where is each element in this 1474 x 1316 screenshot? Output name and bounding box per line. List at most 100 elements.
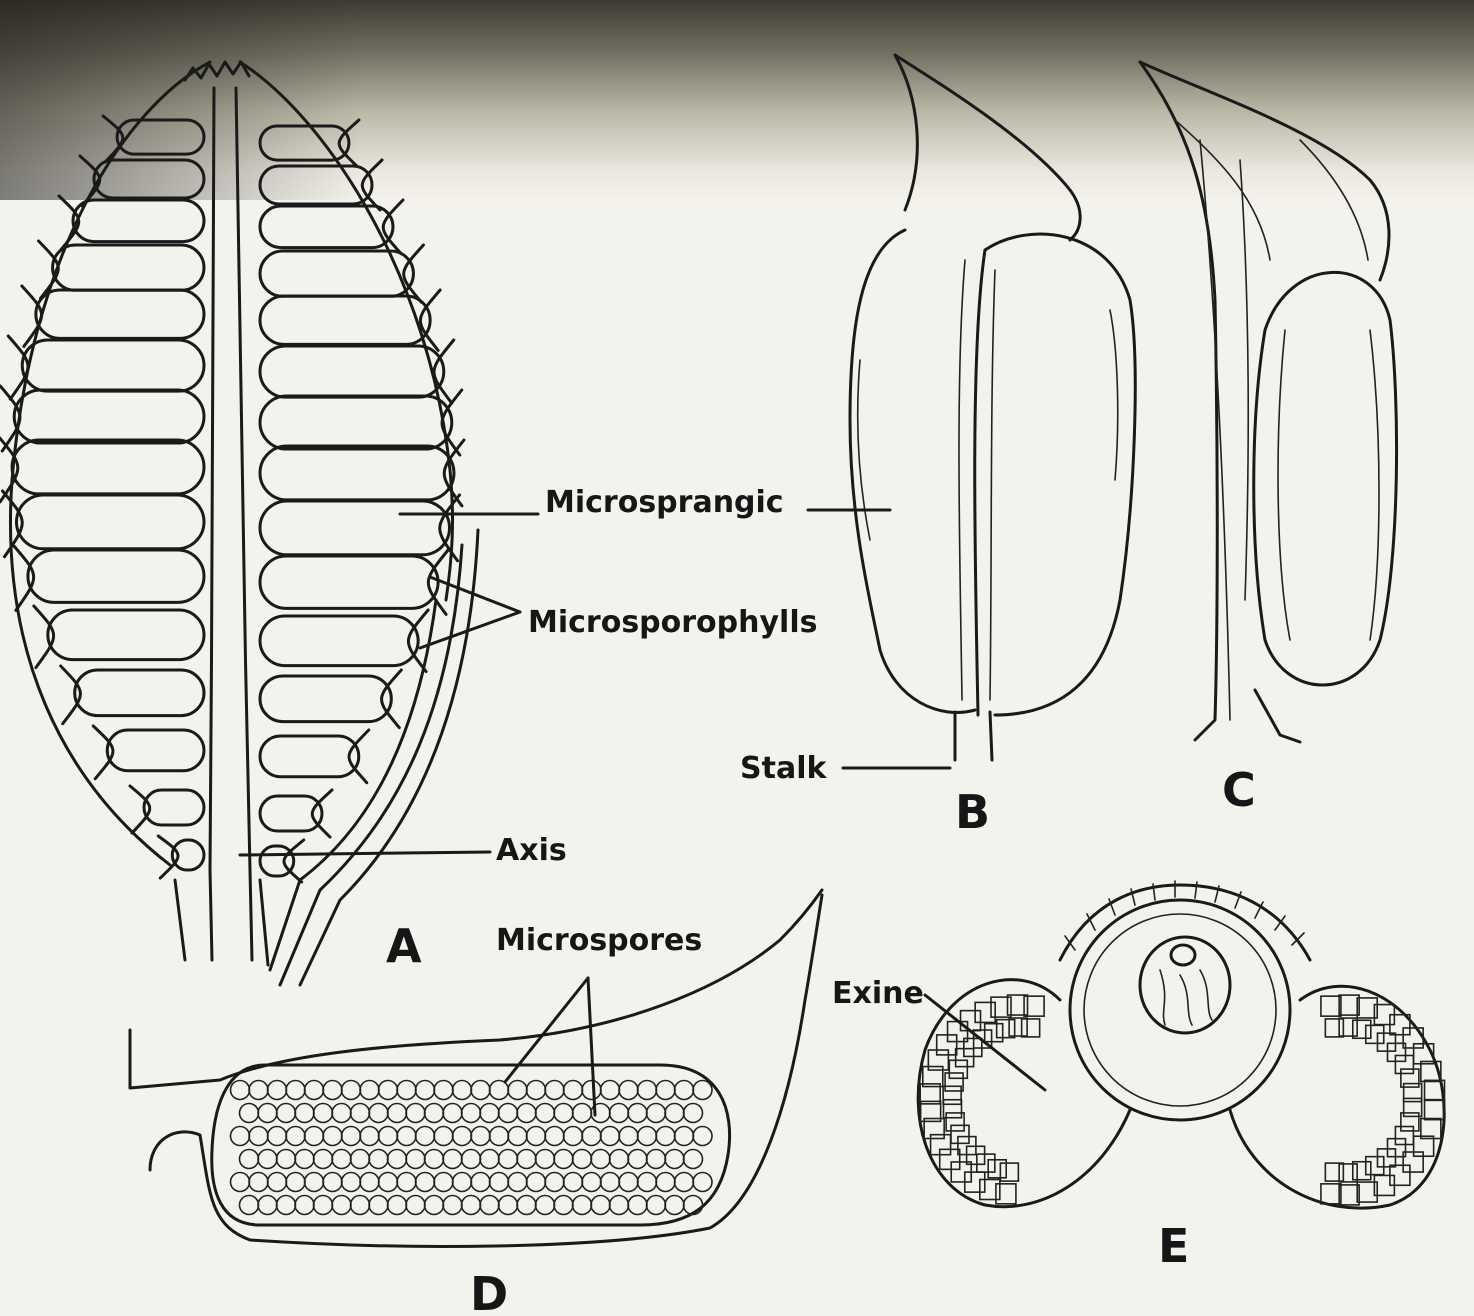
label-axis: Axis bbox=[496, 833, 567, 868]
wing-cell-left bbox=[997, 1020, 1015, 1038]
wing-cell-right bbox=[1377, 1033, 1395, 1051]
microspore bbox=[601, 1081, 620, 1100]
sporophyll-left bbox=[14, 390, 204, 443]
wing-cell-right bbox=[1366, 1157, 1384, 1175]
wing-cell-right bbox=[1325, 1019, 1343, 1037]
microspore bbox=[628, 1196, 647, 1215]
b-right-shade bbox=[1110, 310, 1118, 480]
label-microspores: Microspores bbox=[496, 923, 702, 958]
microspore bbox=[434, 1173, 453, 1192]
microspore bbox=[332, 1196, 351, 1215]
microspore bbox=[517, 1104, 536, 1123]
microspore bbox=[231, 1127, 250, 1146]
microspore bbox=[545, 1081, 564, 1100]
microspore bbox=[527, 1173, 546, 1192]
wing-cell-right bbox=[1321, 1184, 1341, 1204]
microspore bbox=[332, 1150, 351, 1169]
cone-tip bbox=[185, 62, 249, 80]
b-divide bbox=[975, 250, 985, 715]
panel-label-e: E bbox=[1158, 1219, 1189, 1273]
b-sac-right bbox=[985, 234, 1135, 715]
spore-group bbox=[231, 1081, 713, 1215]
microspore bbox=[693, 1081, 712, 1100]
leader-microspores-2 bbox=[588, 978, 595, 1115]
microspore bbox=[601, 1173, 620, 1192]
microspore bbox=[425, 1196, 444, 1215]
microspore bbox=[323, 1127, 342, 1146]
sporophyll-left-head bbox=[130, 786, 150, 833]
sporophyll-left-head bbox=[34, 606, 54, 668]
microspore bbox=[277, 1196, 296, 1215]
microspore bbox=[638, 1081, 657, 1100]
panel-label-d: D bbox=[470, 1267, 508, 1316]
microspore bbox=[462, 1104, 481, 1123]
wing-cell-right bbox=[1339, 995, 1359, 1015]
microspore bbox=[342, 1173, 361, 1192]
wing-cell-right bbox=[1366, 1025, 1384, 1043]
microspore bbox=[406, 1150, 425, 1169]
panel-d-sporangium bbox=[130, 890, 822, 1246]
microspore bbox=[388, 1104, 407, 1123]
label-stalk: Stalk bbox=[740, 751, 827, 786]
leader-lines bbox=[240, 510, 1045, 1115]
microspore bbox=[268, 1081, 287, 1100]
wing-cell-right bbox=[1325, 1163, 1343, 1181]
wing-cell-left bbox=[949, 1060, 967, 1078]
microspore bbox=[286, 1173, 305, 1192]
panel-c-sporophyll-side bbox=[1140, 62, 1397, 742]
sporophyll-right bbox=[260, 501, 450, 555]
sporophyll-right bbox=[260, 556, 438, 608]
sporophyll-right bbox=[260, 346, 444, 397]
microspore bbox=[610, 1104, 629, 1123]
b-left-shade bbox=[858, 360, 870, 540]
sporophyll-right bbox=[260, 296, 430, 344]
c-sac-inner bbox=[1278, 330, 1379, 640]
wing-cell-left bbox=[980, 1180, 1000, 1200]
microspore bbox=[416, 1173, 435, 1192]
microspore bbox=[471, 1127, 490, 1146]
microspore bbox=[684, 1104, 703, 1123]
microspore bbox=[619, 1081, 638, 1100]
sporophyll-right bbox=[260, 206, 393, 248]
sporophyll-left bbox=[12, 440, 204, 494]
microspore bbox=[665, 1104, 684, 1123]
microspore bbox=[619, 1127, 638, 1146]
microspore bbox=[249, 1127, 268, 1146]
b-sac-left bbox=[850, 230, 975, 713]
microspore bbox=[268, 1127, 287, 1146]
microspore bbox=[416, 1127, 435, 1146]
wing-cell-left bbox=[961, 1011, 981, 1031]
b-bract-left bbox=[895, 55, 917, 210]
microspore bbox=[434, 1127, 453, 1146]
panel-e-pollen bbox=[918, 881, 1444, 1208]
microspore bbox=[656, 1127, 675, 1146]
sporophyll-left bbox=[107, 730, 204, 771]
wing-cell-right bbox=[1339, 1185, 1359, 1205]
microspore bbox=[675, 1173, 694, 1192]
microspore bbox=[443, 1150, 462, 1169]
sporophyll-left bbox=[75, 670, 204, 716]
microspore bbox=[462, 1196, 481, 1215]
microspore bbox=[351, 1196, 370, 1215]
microspore bbox=[425, 1150, 444, 1169]
microspore bbox=[249, 1081, 268, 1100]
wing-cells bbox=[920, 995, 1444, 1205]
sporophyll-right bbox=[260, 446, 454, 500]
microspore bbox=[453, 1081, 472, 1100]
e-body bbox=[1070, 900, 1290, 1120]
microspore bbox=[508, 1127, 527, 1146]
microspore bbox=[675, 1081, 694, 1100]
microspore bbox=[499, 1150, 518, 1169]
microspore bbox=[693, 1173, 712, 1192]
microspore bbox=[527, 1081, 546, 1100]
sporophyll-right bbox=[260, 676, 391, 722]
microspore bbox=[443, 1196, 462, 1215]
c-bract-back bbox=[1140, 62, 1217, 740]
c-bract bbox=[1140, 62, 1389, 280]
microspore bbox=[480, 1150, 499, 1169]
sporophyll-left bbox=[36, 290, 204, 338]
microspore bbox=[406, 1196, 425, 1215]
microspore bbox=[536, 1104, 555, 1123]
e-body-inner bbox=[1084, 914, 1276, 1106]
